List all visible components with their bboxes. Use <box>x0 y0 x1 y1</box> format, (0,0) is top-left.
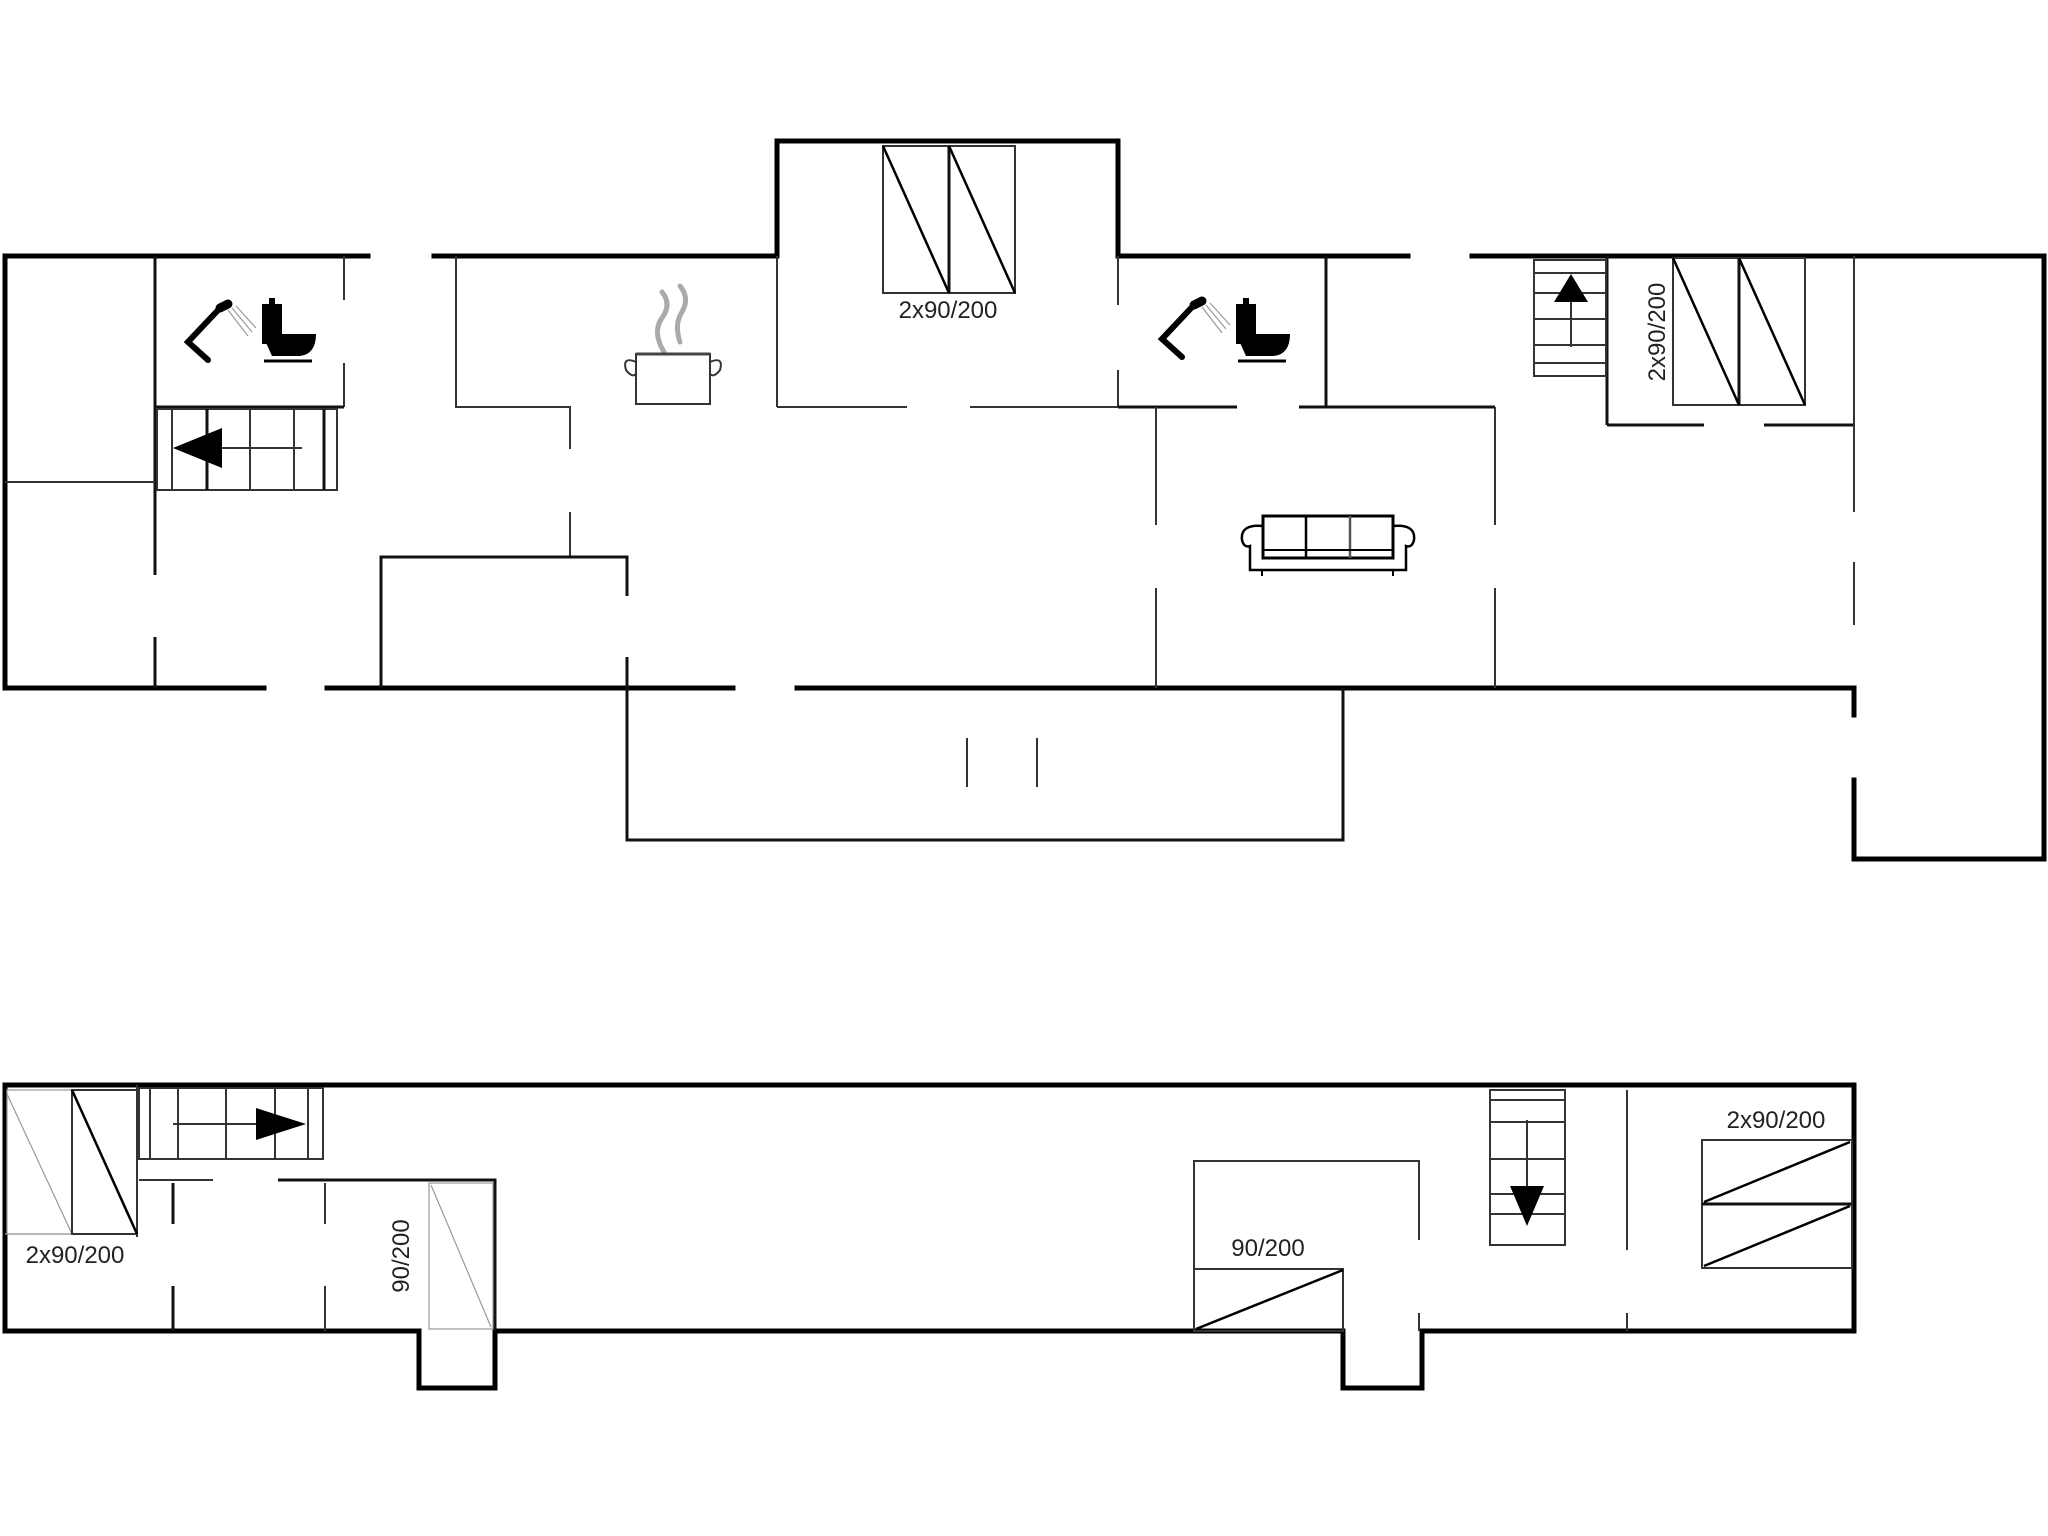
upper-floor: 2x90/200 90/200 90/200 <box>2 1082 1857 1391</box>
bed-size-label: 90/200 <box>1231 1235 1304 1262</box>
stairs-up-icon <box>1533 259 1607 377</box>
bed-double-left <box>6 1089 139 1235</box>
bed-double-top <box>881 145 1017 294</box>
toilet-icon <box>1236 298 1290 363</box>
upper-floor-interior-walls <box>5 1085 1628 1331</box>
ground-floor-outer-walls <box>2 138 2047 862</box>
bed-size-label-vertical: 2x90/200 <box>1644 283 1671 382</box>
stairs-down-icon <box>1489 1089 1566 1246</box>
bed-size-label: 2x90/200 <box>1727 1107 1826 1134</box>
shower-icon <box>183 299 257 363</box>
shower-icon <box>1157 296 1231 360</box>
stairs-left-icon <box>156 408 338 491</box>
ground-floor: 2x90/200 <box>2 138 2047 862</box>
cooking-pot-icon <box>624 283 722 405</box>
ground-floor-interior-walls <box>5 256 1855 842</box>
toilet-icon <box>262 298 316 363</box>
bed-size-label-vertical: 90/200 <box>388 1219 415 1292</box>
bed-double-right-upper <box>1701 1139 1853 1269</box>
bed-size-label: 2x90/200 <box>899 297 998 324</box>
stairs-right-icon <box>138 1087 324 1160</box>
bed-single-center <box>1193 1268 1344 1332</box>
bed-size-label: 2x90/200 <box>26 1242 125 1269</box>
sofa-icon <box>1240 514 1416 576</box>
bed-single-vertical <box>428 1182 494 1330</box>
bed-double-right <box>1671 257 1807 406</box>
